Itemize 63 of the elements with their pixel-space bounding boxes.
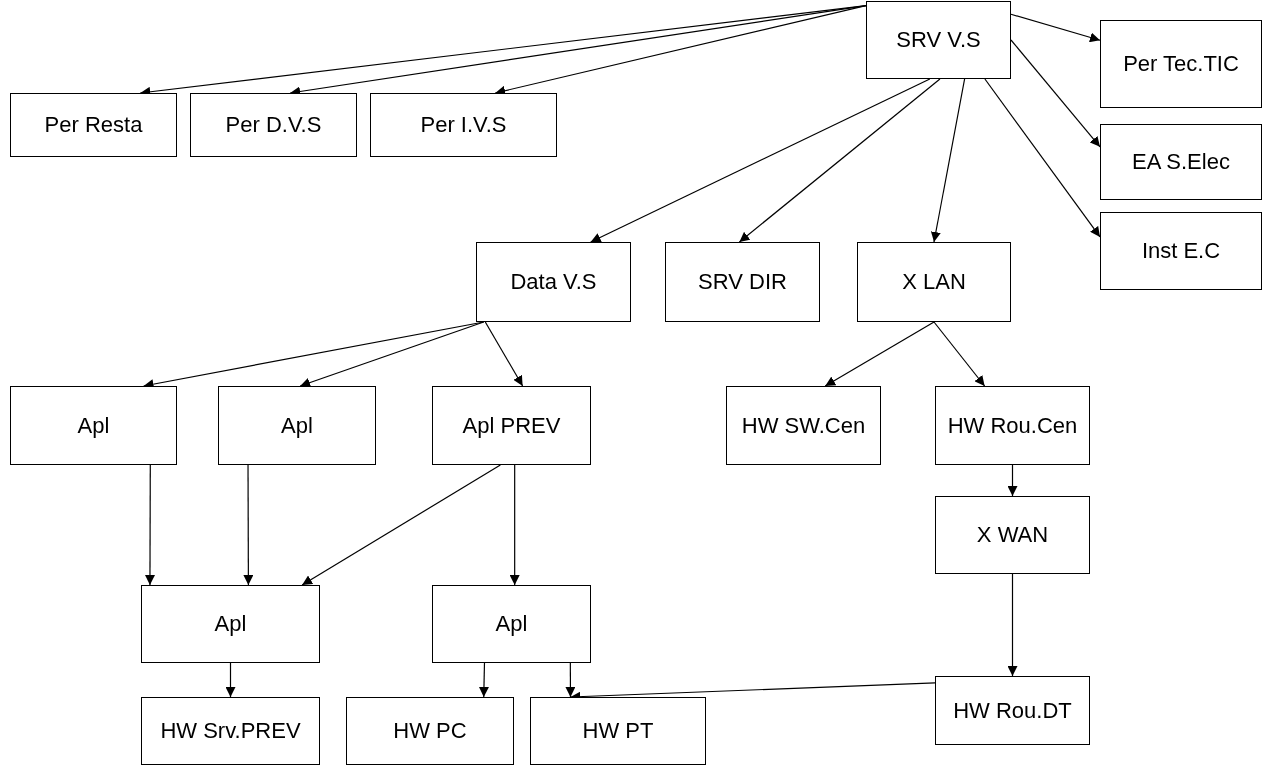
- process-box: [10, 386, 177, 465]
- arrow: [1007, 464, 1018, 497]
- arrow: [1010, 13, 1101, 43]
- process-box: [866, 1, 1011, 79]
- arrow: [243, 464, 254, 586]
- box-label: Inst E.C: [1141, 239, 1221, 263]
- box-label: X LAN: [902, 270, 966, 294]
- arrow: [824, 321, 935, 387]
- box-label: HW SW.Cen: [741, 413, 866, 438]
- box-label: Per I.V.S: [420, 113, 507, 137]
- process-box: [141, 585, 320, 663]
- box-label: Data V.S: [510, 270, 597, 294]
- box-label: Per Tec.TIC: [1123, 52, 1239, 76]
- arrow: [1010, 39, 1101, 148]
- process-box: [935, 386, 1090, 465]
- box-label: HW Rou.Cen: [947, 413, 1078, 438]
- process-box: [935, 496, 1090, 574]
- box-label: HW PT: [582, 719, 654, 743]
- box-label: Apl: [281, 413, 313, 438]
- arrow: [145, 464, 155, 586]
- box-label: X WAN: [976, 523, 1049, 547]
- box-label: EA S.Elec: [1132, 150, 1230, 174]
- box-label: HW PC: [393, 719, 467, 743]
- box-label: HW Srv.PREV: [160, 719, 301, 743]
- process-box: [346, 697, 514, 765]
- arrow: [478, 662, 489, 698]
- arrow: [738, 78, 941, 243]
- arrow: [509, 464, 520, 586]
- process-box: [10, 93, 177, 157]
- process-box: [432, 585, 591, 663]
- arrow: [225, 662, 236, 698]
- process-box: [1100, 20, 1262, 108]
- arrow: [930, 78, 966, 243]
- box-label: Per Resta: [44, 113, 143, 137]
- box-label: Apl: [495, 612, 528, 636]
- box-label: Apl: [214, 612, 247, 636]
- arrow: [301, 464, 501, 586]
- process-box: [218, 386, 376, 465]
- arrow: [590, 78, 931, 243]
- arrow: [984, 78, 1101, 238]
- process-box: [370, 93, 557, 157]
- process-box: [726, 386, 881, 465]
- process-box: [665, 242, 820, 322]
- process-box: [1100, 124, 1262, 200]
- box-label: SRV DIR: [698, 270, 787, 294]
- arrow: [299, 321, 485, 388]
- box-label: HW Rou.DT: [953, 698, 1072, 723]
- process-box: [141, 697, 320, 765]
- box-label: Apl: [77, 413, 110, 438]
- process-box: [857, 242, 1011, 322]
- arrow: [565, 662, 576, 698]
- process-box: [935, 676, 1090, 745]
- box-label: Apl PREV: [462, 413, 561, 438]
- process-box: [1100, 212, 1262, 290]
- arrow: [933, 321, 986, 387]
- process-box: [432, 386, 591, 465]
- process-box: [476, 242, 631, 322]
- process-box: [530, 697, 706, 765]
- box-label: SRV V.S: [896, 28, 981, 52]
- arrow: [484, 321, 524, 387]
- process-box: [190, 93, 357, 157]
- box-label: Per D.V.S: [225, 113, 322, 137]
- arrow: [1007, 573, 1018, 677]
